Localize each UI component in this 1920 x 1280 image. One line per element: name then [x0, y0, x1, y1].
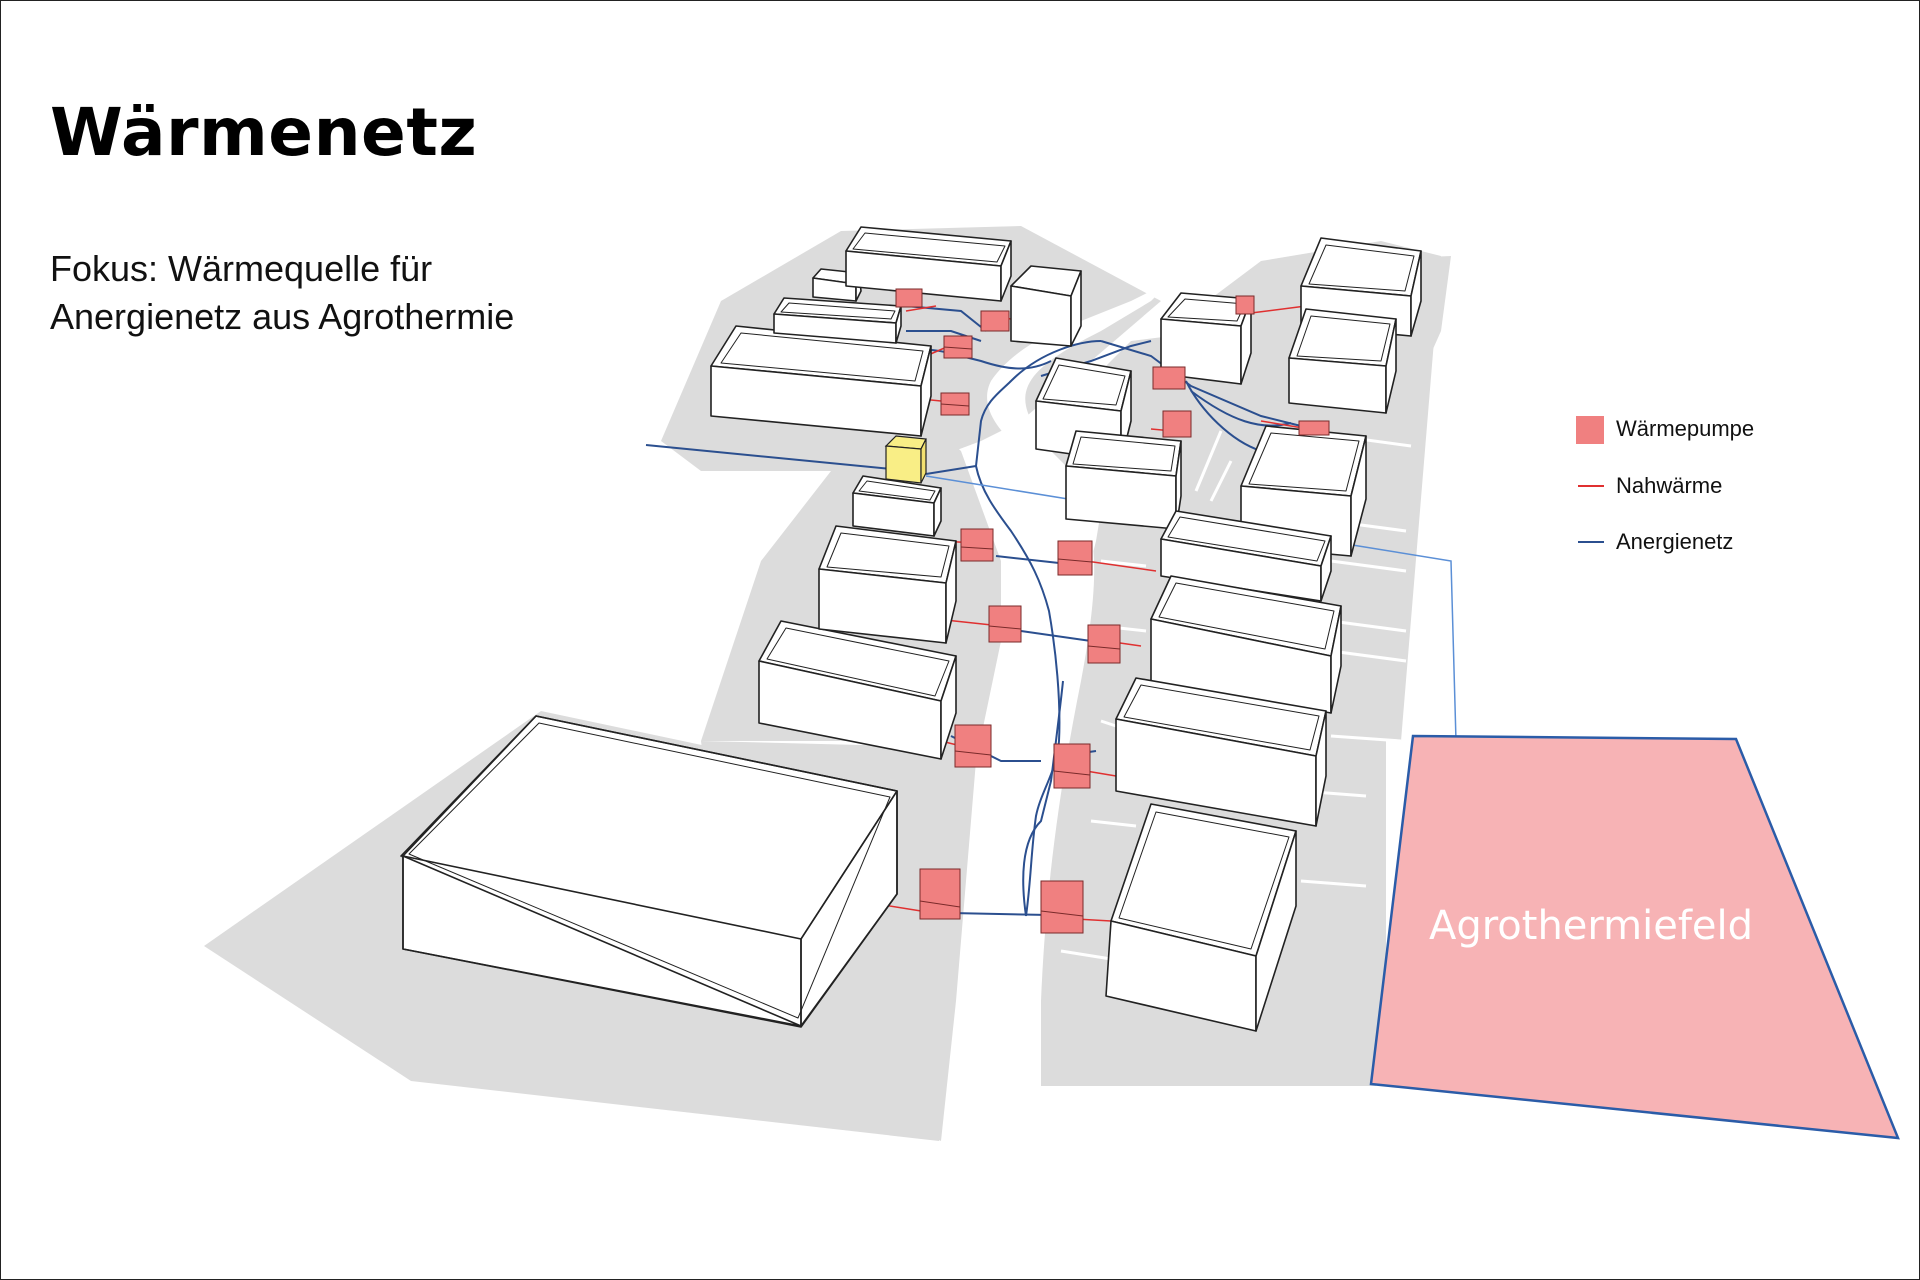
buildings [400, 226, 1422, 1032]
heat-pump [1040, 880, 1084, 934]
blue-line-icon [1578, 541, 1604, 543]
building [818, 525, 957, 644]
heat-pump [960, 528, 994, 562]
legend-label: Nahwärme [1616, 473, 1723, 498]
subtitle: Fokus: Wärmequelle für Anergienetz aus A… [50, 245, 514, 341]
heat-pump [940, 392, 970, 416]
building [773, 297, 902, 344]
heat-pump [1057, 540, 1093, 576]
building [758, 620, 957, 760]
heat-pump [954, 724, 992, 768]
building [845, 226, 1012, 302]
heat-pump [1053, 743, 1091, 789]
legend-label: Wärmepumpe [1616, 416, 1755, 441]
heat-pump [988, 605, 1022, 643]
building [400, 715, 898, 1028]
heat-pump [1152, 366, 1186, 390]
heat-pump [1087, 624, 1121, 664]
heat-pump-swatch-icon [1576, 416, 1604, 444]
agrothermie-field [1369, 734, 1900, 1140]
building [1115, 677, 1327, 827]
heat-pump [919, 868, 961, 920]
heat-pump [1298, 420, 1330, 436]
building [1160, 510, 1332, 602]
building [710, 325, 932, 437]
heat-pump [980, 310, 1010, 332]
subtitle-line-2: Anergienetz aus Agrothermie [50, 296, 515, 337]
subtitle-line-1: Fokus: Wärmequelle für [50, 248, 433, 289]
heat-pump [1235, 295, 1255, 315]
heat-pump [943, 335, 973, 359]
field-label: Agrothermiefeld [1429, 903, 1753, 949]
building [1288, 308, 1397, 414]
heat-pumps [895, 288, 1330, 934]
road [987, 281, 1171, 1161]
central-station [884, 435, 927, 484]
heat-pump [895, 288, 923, 308]
building [852, 475, 942, 537]
building [1105, 803, 1297, 1032]
heat-pump [1162, 410, 1192, 438]
building [1010, 265, 1082, 347]
building [1150, 575, 1342, 714]
page-title: Wärmenetz [50, 94, 478, 171]
building [1065, 430, 1182, 530]
red-line-icon [1578, 485, 1604, 487]
legend-label: Anergienetz [1616, 529, 1734, 554]
